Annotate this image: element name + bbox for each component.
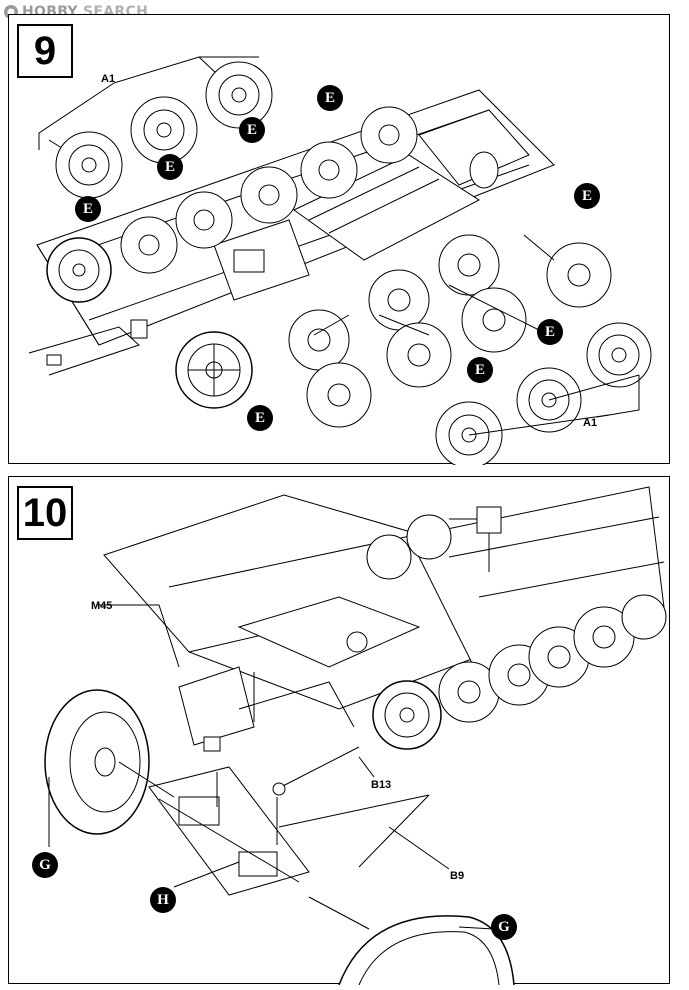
part-label-a1-bottom: A1: [583, 417, 598, 429]
badge-h: H: [150, 887, 176, 913]
badge-e-5: E: [574, 183, 600, 209]
badge-e-8: E: [247, 405, 273, 431]
step-number: 10: [17, 486, 73, 540]
step-9-panel: 9: [8, 14, 670, 465]
badge-e-2: E: [239, 117, 265, 143]
badge-e-6: E: [537, 319, 563, 345]
step-number: 9: [17, 24, 73, 78]
badge-e-3: E: [157, 154, 183, 180]
badge-g-left: G: [32, 852, 58, 878]
badge-e-4: E: [75, 196, 101, 222]
step-10-panel: 10: [8, 476, 670, 985]
badge-e-1: E: [317, 85, 343, 111]
part-label-a1-top: A1: [101, 73, 116, 85]
part-label-b13: B13: [371, 779, 392, 791]
part-label-b9: B9: [450, 870, 465, 882]
step-10-illustration: [44, 486, 667, 985]
badge-g-right: G: [491, 914, 517, 940]
badge-e-7: E: [467, 357, 493, 383]
part-label-m45: M45: [91, 600, 113, 612]
step-9-illustration: [28, 56, 652, 465]
